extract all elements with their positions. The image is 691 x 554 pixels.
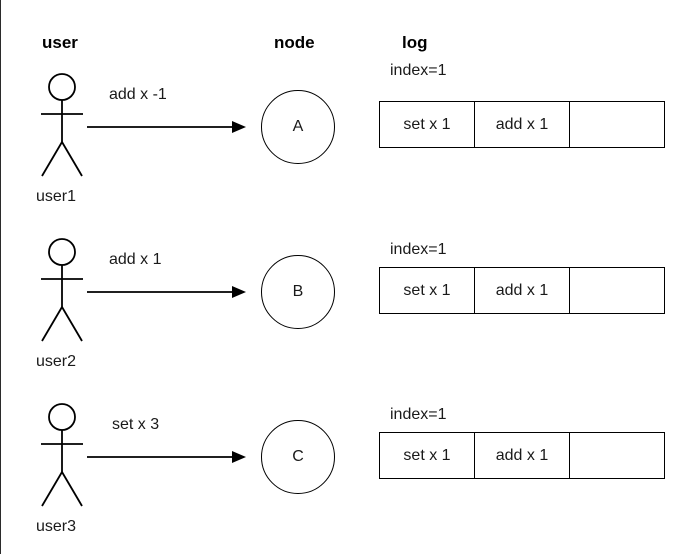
node-label: A [292,118,304,135]
actor-figure [33,72,105,180]
node-label: B [292,283,304,300]
log-cell-empty [570,433,664,478]
page-left-border [0,0,1,554]
log-cell-empty [570,102,664,147]
log-cell: set x 1 [380,102,475,147]
log-cell: add x 1 [475,433,570,478]
actor-label: user1 [36,188,77,205]
log-index-label: index=1 [390,62,447,79]
column-header-user: user [42,33,78,52]
message-label: set x 3 [112,416,160,433]
actor-label: user3 [36,518,77,535]
actor-figure [33,237,105,345]
log-index-label: index=1 [390,406,447,423]
node-label: C [292,448,304,465]
log-table: set x 1 add x 1 [379,267,665,314]
column-header-node: node [274,33,315,52]
node-circle: C [261,420,335,494]
message-arrow [87,120,247,134]
log-index-label: index=1 [390,241,447,258]
actor-figure [33,402,105,510]
message-label: add x 1 [109,251,162,268]
log-table: set x 1 add x 1 [379,101,665,148]
log-table: set x 1 add x 1 [379,432,665,479]
log-cell: add x 1 [475,102,570,147]
log-cell: set x 1 [380,433,475,478]
node-circle: B [261,255,335,329]
node-circle: A [261,90,335,164]
actor-label: user2 [36,353,77,370]
message-arrow [87,450,247,464]
column-header-log: log [402,33,428,52]
message-arrow [87,285,247,299]
log-cell: add x 1 [475,268,570,313]
log-cell-empty [570,268,664,313]
message-label: add x -1 [109,86,167,103]
log-cell: set x 1 [380,268,475,313]
